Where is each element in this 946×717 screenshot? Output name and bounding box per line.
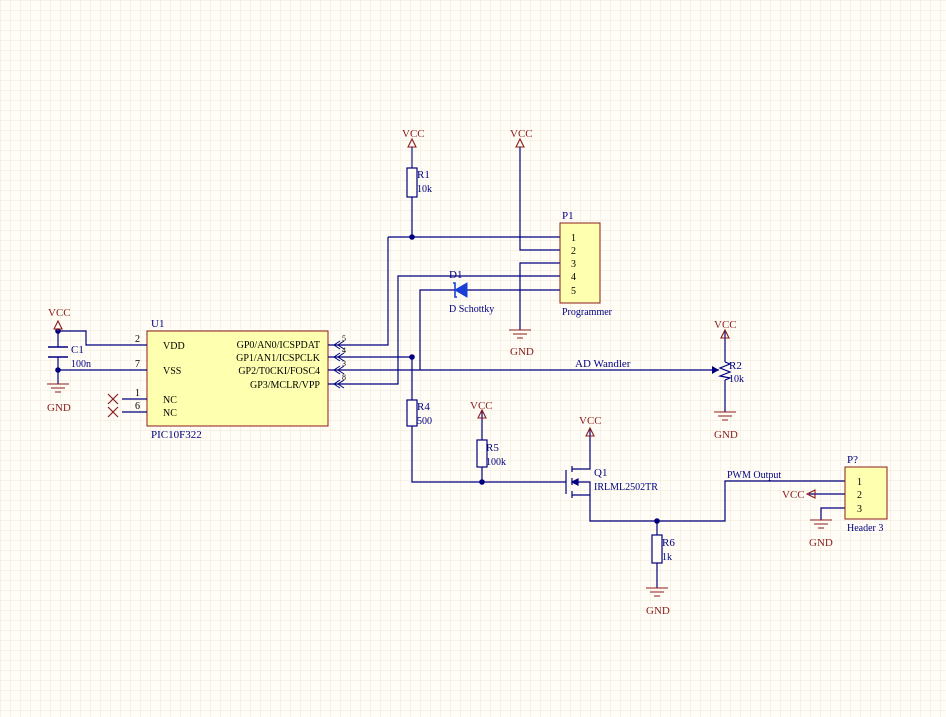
c1-designator: C1 <box>71 344 84 356</box>
ground-icon <box>714 411 736 421</box>
p1-pin-number: 1 <box>571 233 576 244</box>
header3-designator: P? <box>847 454 858 466</box>
q1-designator: Q1 <box>594 467 607 479</box>
u1-pin-number: 6 <box>135 401 140 412</box>
r1-value: 10k <box>417 184 432 195</box>
gnd-label: GND <box>47 402 71 414</box>
ic-u1[interactable]: U1 PIC10F322 2 7 1 6 VDD VSS NC NC GP0/A… <box>107 318 346 441</box>
r4-value: 500 <box>417 416 432 427</box>
header3-pin-number: 1 <box>857 477 862 488</box>
r4-designator: R4 <box>417 401 430 413</box>
p1-pin-number: 5 <box>571 286 576 297</box>
diode-d1[interactable]: D1 D Schottky <box>449 269 494 315</box>
u1-pin-number: 1 <box>135 388 140 399</box>
gnd-label: GND <box>809 537 833 549</box>
junction-dot <box>479 479 485 485</box>
d1-designator: D1 <box>449 269 462 281</box>
resistor-r1[interactable]: R1 10k <box>406 167 432 198</box>
r2-designator: R2 <box>729 360 742 372</box>
r6-value: 1k <box>662 552 672 563</box>
net-label-pwm-output: PWM Output <box>727 470 781 481</box>
junction-dot <box>409 354 415 360</box>
mosfet-q1[interactable]: Q1 IRLML2502TR <box>565 462 658 500</box>
u1-pin-number: 7 <box>135 359 140 370</box>
junctions <box>55 234 660 524</box>
header3-value: Header 3 <box>847 523 883 534</box>
u1-pin-name: NC <box>163 395 177 406</box>
connector-p1[interactable]: P1 Programmer 1 2 3 4 5 <box>559 210 613 318</box>
resistor-r6[interactable]: R6 1k <box>651 534 675 564</box>
gnd-label: GND <box>646 605 670 617</box>
p1-pin-number: 2 <box>571 246 576 257</box>
vcc-label: VCC <box>48 307 71 319</box>
vcc-arrow-icon <box>515 137 525 148</box>
capacitor-c1[interactable]: C1 100n <box>48 344 91 370</box>
gnd-label: GND <box>714 429 738 441</box>
q1-value: IRLML2502TR <box>594 482 658 493</box>
connector-header3[interactable]: P? Header 3 1 2 3 <box>844 454 888 534</box>
power-ports <box>47 137 832 597</box>
vcc-arrow-icon <box>477 408 487 419</box>
ground-icon <box>47 383 69 393</box>
vcc-label: VCC <box>470 400 493 412</box>
net-label-ad-wandler: AD Wandler <box>575 358 631 370</box>
p1-value: Programmer <box>562 307 613 318</box>
no-connect-icon <box>107 406 119 418</box>
u1-pin-number: 8 <box>342 373 346 382</box>
u1-pin-number: 4 <box>342 346 346 355</box>
gnd-label: GND <box>510 346 534 358</box>
io-port-markers <box>333 340 345 389</box>
vcc-arrow-icon <box>585 426 595 437</box>
u1-pin-name: VDD <box>163 341 185 352</box>
r1-designator: R1 <box>417 169 430 181</box>
p1-designator: P1 <box>562 210 574 222</box>
header3-pin-number: 2 <box>857 490 862 501</box>
potentiometer-r2[interactable]: R2 10k <box>712 360 744 385</box>
vcc-label: VCC <box>402 128 425 140</box>
vcc-label: VCC <box>579 415 602 427</box>
no-connect-icon <box>107 393 119 405</box>
ground-icon <box>646 587 668 597</box>
c1-value: 100n <box>71 359 91 370</box>
vcc-arrow-icon <box>805 489 816 499</box>
r5-designator: R5 <box>486 442 499 454</box>
u1-pin-name: NC <box>163 408 177 419</box>
u1-pin-number: 5 <box>342 334 346 343</box>
d1-value: D Schottky <box>449 304 494 315</box>
junction-dot <box>55 367 61 373</box>
ground-icon <box>509 329 531 339</box>
u1-pin-number: 3 <box>342 359 346 368</box>
vcc-label: VCC <box>782 489 805 501</box>
u1-pin-name: GP1/AN1/ICSPCLK <box>236 353 321 364</box>
power-labels: VCC GND VCC VCC GND VCC GND VCC VCC GND … <box>47 128 833 617</box>
u1-pin-name: GP2/T0CKI/FOSC4 <box>238 366 320 377</box>
r5-value: 100k <box>486 457 506 468</box>
u1-value: PIC10F322 <box>151 429 202 441</box>
u1-pin-name: GP0/AN0/ICSPDAT <box>237 340 320 351</box>
u1-pin-name: GP3/MCLR/VPP <box>250 380 320 391</box>
u1-pin-name: VSS <box>163 366 181 377</box>
no-connect-markers <box>107 393 119 418</box>
p1-pin-number: 3 <box>571 259 576 270</box>
resistor-r5[interactable]: R5 100k <box>476 439 506 468</box>
u1-pin-number: 2 <box>135 334 140 345</box>
junction-dot <box>409 234 415 240</box>
vcc-label: VCC <box>510 128 533 140</box>
junction-dot <box>654 518 660 524</box>
vcc-arrow-icon <box>720 328 730 339</box>
ground-icon <box>810 519 832 529</box>
r6-designator: R6 <box>662 537 675 549</box>
resistor-r4[interactable]: R4 500 <box>406 399 432 427</box>
r2-value: 10k <box>729 374 744 385</box>
vcc-label: VCC <box>714 319 737 331</box>
header3-pin-number: 3 <box>857 504 862 515</box>
u1-designator: U1 <box>151 318 164 330</box>
p1-pin-number: 4 <box>571 272 576 283</box>
